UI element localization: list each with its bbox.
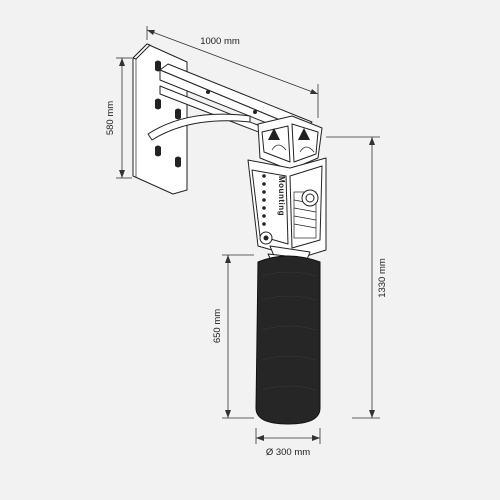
bag-height-label: 650 mm — [212, 309, 223, 343]
dimension-arm-length: 1000 mm — [146, 26, 319, 118]
mount-height-label: 580 mm — [105, 101, 116, 135]
swivel-head — [257, 115, 323, 171]
bag-diameter-label: Ø 300 mm — [266, 447, 310, 458]
dimension-mount-height: 580 mm — [105, 57, 132, 179]
spring-assembly: Mounting — [247, 157, 327, 263]
brand-label: Mounting — [277, 176, 286, 216]
dimension-bag-diameter: Ø 300 mm — [255, 428, 321, 458]
total-height-label: 1330 mm — [377, 258, 388, 298]
wall-plate — [132, 43, 188, 195]
arm-length-label: 1000 mm — [200, 36, 240, 47]
punching-bag — [255, 253, 321, 425]
dimension-total-height: 1330 mm — [326, 136, 388, 419]
dimension-bag-height: 650 mm — [212, 254, 254, 419]
